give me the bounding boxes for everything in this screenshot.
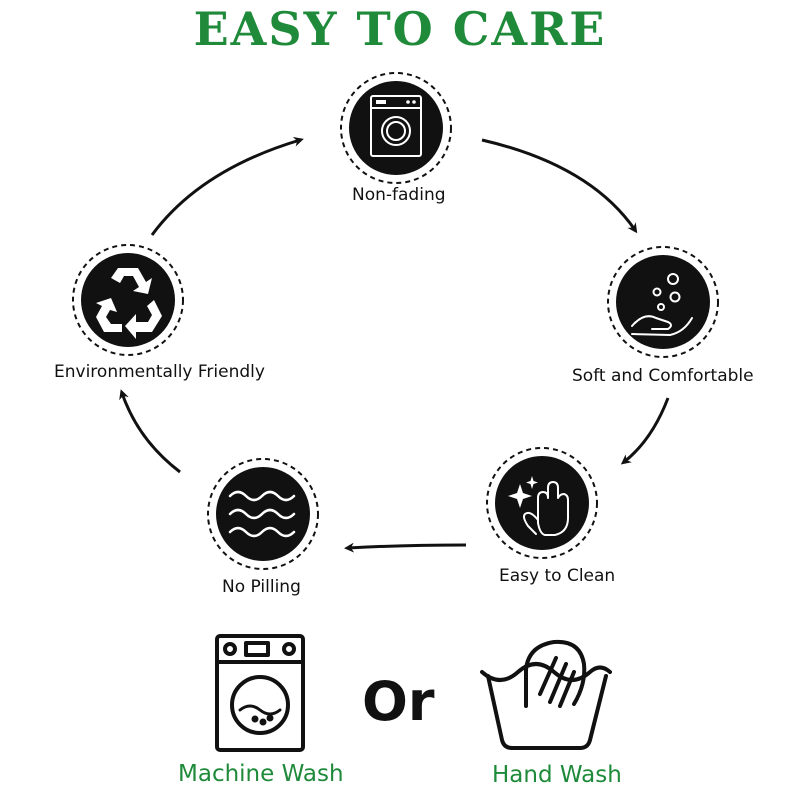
arrow-soft-to-easyclean [620, 397, 670, 465]
hand-wash-icon [480, 639, 612, 750]
feature-environmentally-friendly [72, 244, 184, 356]
cycle-arrows [119, 136, 670, 553]
or-text: Or [362, 670, 435, 733]
feature-label-soft-comfortable: Soft and Comfortable [572, 366, 754, 386]
feature-soft-comfortable [607, 246, 719, 358]
sparkle-hand-icon [508, 476, 569, 536]
page-title: EASY TO CARE [193, 2, 607, 56]
arrow-easyclean-to-nopilling [344, 542, 467, 553]
arrow-nonfading-to-soft [481, 138, 638, 234]
feature-non-fading [340, 72, 452, 184]
arrow-nopilling-to-environmental [119, 389, 181, 474]
feature-label-no-pilling: No Pilling [222, 577, 301, 597]
machine-wash-label: Machine Wash [178, 761, 344, 787]
arrow-environmental-to-nonfading [150, 136, 304, 236]
hand-wash-label: Hand Wash [492, 762, 622, 788]
recycle-icon [96, 268, 162, 339]
feature-label-non-fading: Non-fading [352, 185, 446, 205]
waves-icon [228, 490, 296, 538]
washing-machine-icon [370, 95, 422, 157]
feature-label-easy-to-clean: Easy to Clean [499, 566, 616, 586]
feature-label-environmentally-friendly: Environmentally Friendly [54, 362, 265, 382]
feature-easy-to-clean [486, 447, 598, 559]
machine-wash-icon [215, 634, 305, 752]
feature-no-pilling [207, 458, 319, 570]
hand-bubbles-icon [631, 273, 693, 336]
